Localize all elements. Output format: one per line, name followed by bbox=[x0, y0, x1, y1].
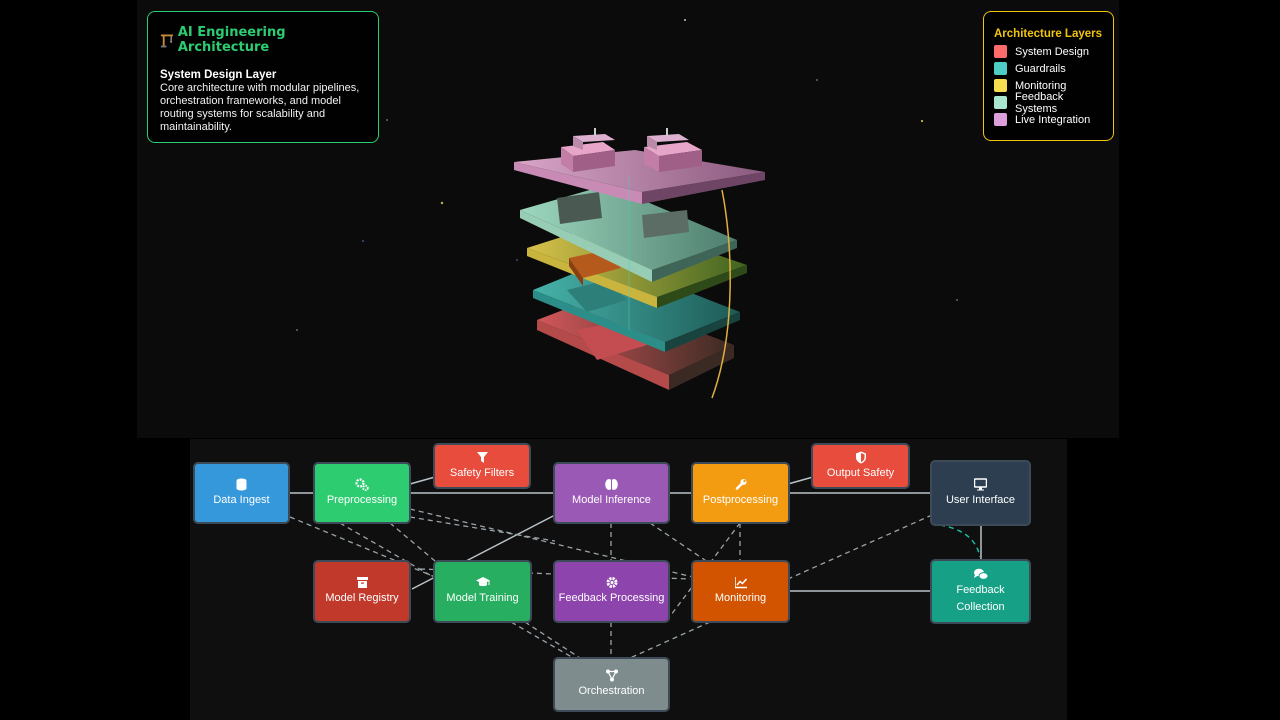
link-dashed bbox=[409, 508, 694, 578]
starfield bbox=[296, 19, 958, 331]
node-monitoring[interactable]: Monitoring bbox=[691, 560, 790, 623]
legend-label: Guardrails bbox=[1015, 62, 1066, 75]
node-label: Output Safety bbox=[826, 466, 895, 479]
chart-line-icon bbox=[734, 577, 747, 589]
legend-item-feedback-systems: Feedback Systems bbox=[994, 91, 1103, 115]
shield-icon bbox=[855, 451, 866, 463]
node-label: Model Registry bbox=[325, 592, 399, 604]
node-label: Preprocessing bbox=[326, 493, 398, 506]
legend-panel: Architecture Layers System Design Guardr… bbox=[983, 11, 1114, 141]
legend-label: Monitoring bbox=[1015, 79, 1067, 92]
legend-item-monitoring: Monitoring bbox=[994, 77, 1103, 94]
node-safety-filters[interactable]: Safety Filters bbox=[433, 443, 531, 489]
node-output-safety[interactable]: Output Safety bbox=[811, 443, 910, 489]
graduation-cap-icon bbox=[475, 577, 490, 587]
legend-label: System Design bbox=[1015, 45, 1089, 58]
crane-icon bbox=[160, 33, 173, 47]
database-icon bbox=[236, 478, 247, 490]
legend-swatch bbox=[994, 62, 1007, 75]
link-solid bbox=[409, 476, 436, 485]
node-label: Model Training bbox=[446, 592, 519, 604]
link-dashed bbox=[389, 522, 436, 562]
node-label: Feedback Collection bbox=[956, 583, 1005, 613]
node-label: Model Inference bbox=[572, 493, 651, 506]
node-model-training[interactable]: Model Training bbox=[433, 560, 532, 623]
node-feedback-processing[interactable]: Feedback Processing bbox=[553, 560, 670, 623]
link-dashed bbox=[629, 621, 711, 659]
layer-title: System Design Layer bbox=[160, 69, 277, 81]
filter-icon bbox=[476, 451, 488, 463]
legend-swatch bbox=[994, 96, 1007, 109]
link-dashed bbox=[667, 522, 741, 620]
node-label: Data Ingest bbox=[213, 493, 270, 506]
link-solid bbox=[787, 476, 814, 485]
layer-description: Core architecture with modular pipelines… bbox=[160, 82, 360, 133]
legend-swatch bbox=[994, 79, 1007, 92]
legend-swatch bbox=[994, 45, 1007, 58]
node-data-ingest[interactable]: Data Ingest bbox=[193, 462, 290, 524]
sitemap-icon bbox=[605, 669, 618, 682]
info-title-text: AI Engineering Architecture bbox=[177, 25, 286, 55]
layer-stack bbox=[296, 19, 958, 399]
node-label: Feedback Processing bbox=[558, 592, 665, 604]
pipeline-diagram: Data Ingest Preprocessing Safety Filters… bbox=[190, 439, 1067, 720]
desktop-icon bbox=[974, 477, 987, 490]
legend-item-guardrails: Guardrails bbox=[994, 60, 1103, 77]
link-dashed bbox=[409, 516, 556, 542]
link-dashed bbox=[787, 514, 933, 580]
info-panel: AI Engineering Architecture System Desig… bbox=[147, 11, 379, 143]
info-panel-title: AI Engineering Architecture bbox=[160, 25, 366, 55]
node-label: Orchestration bbox=[578, 685, 645, 697]
node-model-inference[interactable]: Model Inference bbox=[553, 462, 670, 524]
legend-item-live-integration: Live Integration bbox=[994, 111, 1103, 128]
legend-item-system-design: System Design bbox=[994, 43, 1103, 60]
node-label: User Interface bbox=[945, 493, 1016, 506]
node-label: Postprocessing bbox=[702, 493, 779, 506]
legend-title: Architecture Layers bbox=[994, 28, 1103, 40]
link-dashed bbox=[649, 522, 731, 578]
cog-icon bbox=[606, 577, 617, 588]
node-user-interface[interactable]: User Interface bbox=[930, 460, 1031, 526]
link-curved bbox=[939, 524, 981, 558]
node-label: Safety Filters bbox=[449, 466, 515, 479]
gears-icon bbox=[355, 477, 369, 491]
node-preprocessing[interactable]: Preprocessing bbox=[313, 462, 411, 524]
node-postprocessing[interactable]: Postprocessing bbox=[691, 462, 790, 524]
legend-label: Feedback Systems bbox=[1015, 90, 1064, 115]
node-orchestration[interactable]: Orchestration bbox=[553, 657, 670, 712]
brain-icon bbox=[605, 478, 618, 490]
legend-label: Live Integration bbox=[1015, 113, 1091, 126]
node-feedback-collection[interactable]: Feedback Collection bbox=[930, 559, 1031, 624]
node-label: Monitoring bbox=[714, 592, 767, 604]
wrench-icon bbox=[735, 478, 746, 490]
archive-icon bbox=[356, 577, 368, 588]
link-dashed bbox=[524, 621, 581, 659]
node-model-registry[interactable]: Model Registry bbox=[313, 560, 411, 623]
legend-swatch bbox=[994, 113, 1007, 126]
comments-icon bbox=[973, 568, 988, 580]
